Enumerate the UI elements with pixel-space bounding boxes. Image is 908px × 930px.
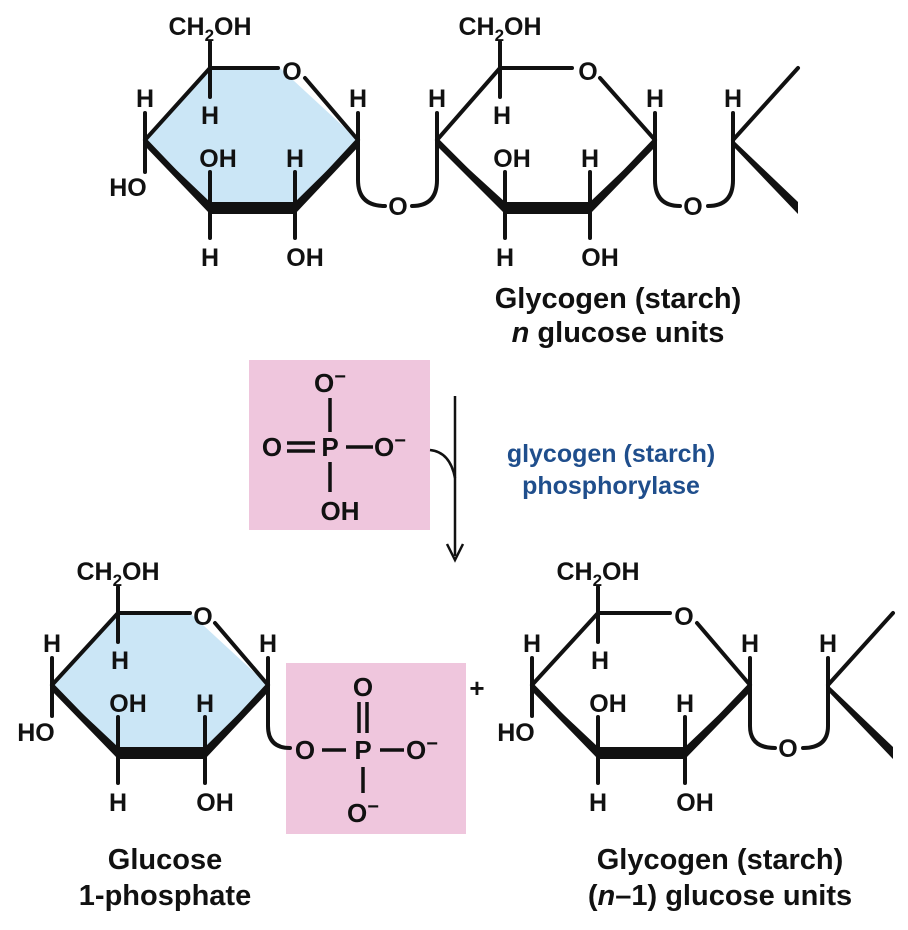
ring-2-c2-hydroxyl: OH (581, 244, 619, 272)
top-glycogen-structure: CH2OH O H H HO OH H H OH H O CH2OH O H H… (109, 13, 800, 272)
ring-1-c1-hydrogen: H (349, 85, 367, 113)
plus-sign: + (469, 673, 484, 703)
g1p-c1-hydrogen: H (259, 630, 277, 658)
glucose-ring-1-fill (145, 68, 358, 208)
glycosidic-oxygen-2: O (683, 193, 702, 221)
g1p-c5-hydrogen: H (111, 647, 129, 675)
rg-c4-hydrogen: H (523, 630, 541, 658)
ring-2-c4-hydrogen: H (428, 85, 446, 113)
ring-1-c3-hydrogen: H (201, 244, 219, 272)
g1p-c4-hydrogen: H (43, 630, 61, 658)
rg-c4-hydroxyl: HO (497, 719, 535, 747)
g1p-double-bond-oxygen: O (353, 672, 373, 702)
glycosidic-oxygen-1: O (388, 193, 407, 221)
pi-double-bond-oxygen: O (262, 432, 282, 462)
g1p-ch2oh-label: CH2OH (76, 558, 159, 590)
rg-c3-hydrogen: H (589, 789, 607, 817)
phosphate-group-box (286, 663, 466, 834)
g1p-c2-hydroxyl: OH (196, 789, 234, 817)
ring-2-c3-hydroxyl: OH (493, 145, 531, 173)
ring-1-c2-hydroxyl: OH (286, 244, 324, 272)
g1p-bottom-oxygen: O− (347, 796, 379, 828)
rg-c1-hydrogen: H (741, 630, 759, 658)
g1p-phosphate-group: O P O O− O− (295, 672, 438, 828)
ring-1-ch2oh-label: CH2OH (168, 13, 251, 45)
g1p-c3-hydrogen: H (109, 789, 127, 817)
rg-c2-hydroxyl: OH (676, 789, 714, 817)
g1p-ring-oxygen: O (193, 603, 212, 631)
ring-3-c4-hydrogen: H (724, 85, 742, 113)
g1p-c2-hydrogen: H (196, 690, 214, 718)
g1p-c4-hydroxyl: HO (17, 719, 55, 747)
glucose-1-phosphate-structure: CH2OH O H H HO OH H H OH H (17, 558, 292, 817)
glycogen-n-minus-1-name: Glycogen (starch) (n–1) glucose units (587, 844, 853, 912)
g1p-c3-hydroxyl: OH (109, 690, 147, 718)
reaction-arrow (429, 396, 465, 563)
ring-2-c3-hydrogen: H (496, 244, 514, 272)
rg-ring-oxygen: O (674, 603, 693, 631)
pi-top-oxygen: O− (314, 366, 346, 398)
g1p-phosphorus: P (354, 735, 371, 765)
g1p-right-oxygen: O− (406, 733, 438, 765)
ring-2-c1-hydrogen: H (646, 85, 664, 113)
rg-next-ring-hydrogen: H (819, 630, 837, 658)
enzyme-name-line2: phosphorylase (522, 472, 700, 500)
top-glycogen-name: Glycogen (starch) n glucose units (494, 283, 742, 349)
inorganic-phosphate: O− O P O− OH (262, 366, 406, 526)
ring-1-c4-hydroxyl: HO (109, 174, 147, 202)
rg-c2-hydrogen: H (676, 690, 694, 718)
ring-2-c2-hydrogen: H (581, 145, 599, 173)
enzyme-name-line1: glycogen (starch) (506, 440, 716, 468)
ring-1-c2-hydrogen: H (286, 145, 304, 173)
rg-ch2oh-label: CH2OH (556, 558, 639, 590)
ring-1-oxygen-label: O (282, 58, 301, 86)
rg-glycosidic-oxygen: O (778, 735, 797, 763)
ring-1-c3-hydroxyl: OH (199, 145, 237, 173)
pi-hydroxyl: OH (321, 496, 360, 526)
enzyme-name: glycogen (starch) phosphorylase (466, 438, 756, 502)
glucose-1-phosphate-name: Glucose 1-phosphate (78, 844, 252, 912)
ring-1-c4-hydrogen: H (136, 85, 154, 113)
ring-2-ch2oh-label: CH2OH (458, 13, 541, 45)
rg-c5-hydrogen: H (591, 647, 609, 675)
g1p-ester-oxygen: O (295, 735, 315, 765)
pi-phosphorus: P (321, 432, 338, 462)
inorganic-phosphate-box (249, 360, 430, 530)
pi-right-oxygen: O− (374, 430, 406, 462)
glycogen-n-minus-1-structure: CH2OH O H H HO OH H H OH H O H (497, 558, 895, 817)
ring-2-oxygen-label: O (578, 58, 597, 86)
g1p-ring-fill (52, 613, 268, 753)
ring-2-front-edge (505, 202, 590, 214)
ring-1-front-edge (210, 202, 295, 214)
ring-1-c5-hydrogen: H (201, 102, 219, 130)
rg-c3-hydroxyl: OH (589, 690, 627, 718)
ring-2-c5-hydrogen: H (493, 102, 511, 130)
